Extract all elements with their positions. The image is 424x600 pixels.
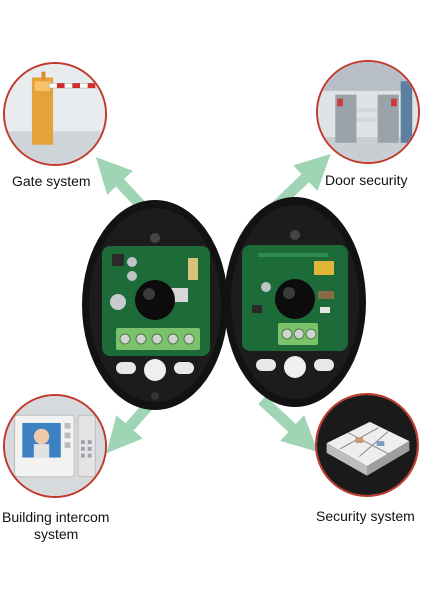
building-intercom-label-line2: system: [34, 526, 79, 542]
security-system-photo: [315, 393, 419, 497]
mounting-hole: [290, 230, 300, 240]
building-intercom-label-line1: Building intercom: [2, 509, 110, 525]
intercom-panel-icon: [5, 396, 105, 496]
floor-plan-icon: [317, 395, 417, 495]
security-system-label: Security system: [316, 508, 415, 524]
photoelectric-sensor-left: [80, 198, 230, 412]
turnstile-icon: [318, 62, 418, 162]
barrier-gate-icon: [5, 64, 105, 164]
lens-icon: [135, 280, 175, 320]
mounting-hole: [150, 233, 160, 243]
door-security-photo: [316, 60, 420, 164]
door-security-label: Door security: [325, 172, 408, 188]
gate-system-label: Gate system: [12, 173, 91, 189]
lens-icon: [275, 279, 315, 319]
building-intercom-photo: [3, 394, 107, 498]
arrow-to-security: [258, 395, 318, 452]
photoelectric-sensor-right: [222, 195, 368, 409]
gate-system-photo: [3, 62, 107, 166]
